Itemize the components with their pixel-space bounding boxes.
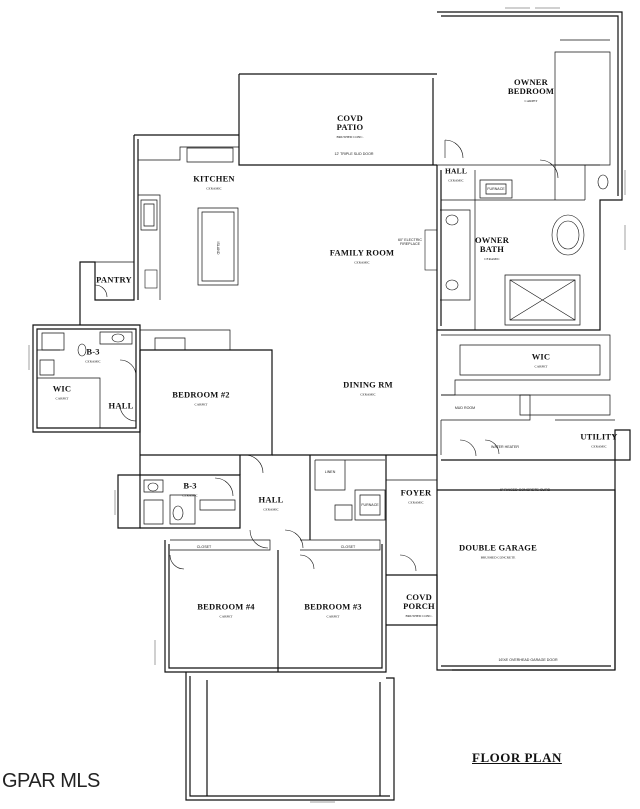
room-floor: CARPET <box>194 402 208 407</box>
room-name: DINING RM <box>343 379 393 390</box>
room-hall-owner: HALL CERAMIC <box>445 167 467 186</box>
room-name: B-3 <box>183 480 197 491</box>
room-floor: CERAMIC <box>484 257 500 261</box>
interior-walls <box>37 39 615 551</box>
note-water-heater: WATER HEATER <box>491 445 519 449</box>
room-name: COVD PATIO <box>336 113 364 132</box>
note-island: ISLAND <box>216 241 220 255</box>
note-closet-right: CLOSET <box>340 545 356 549</box>
note-furnace-top: FURNACE <box>487 187 505 191</box>
room-floor: CERAMIC <box>360 392 376 397</box>
room-name: BEDROOM #4 <box>197 601 255 612</box>
room-name: COVD PORCH <box>403 592 435 611</box>
door-swings <box>94 139 559 572</box>
room-double-garage: DOUBLE GARAGE BRUSHED CONCRETE <box>459 542 537 563</box>
room-floor: CERAMIC <box>448 178 464 183</box>
note-mud-room: MUD ROOM <box>454 406 476 410</box>
room-pantry: PANTRY <box>96 274 132 285</box>
room-floor: BRUSHED CONCRETE <box>480 555 516 560</box>
room-name: HALL <box>444 166 468 176</box>
room-family-room: FAMILY ROOM CERAMIC <box>329 247 395 268</box>
room-floor: CARPET <box>524 99 538 103</box>
room-covd-porch: COVD PORCH BRUSHED CONC. <box>403 593 435 621</box>
mls-watermark: GPAR MLS <box>2 770 100 792</box>
room-owner-bath: OWNER BATH CERAMIC <box>475 236 509 264</box>
room-bedroom-4: BEDROOM #4 CARPET <box>197 601 255 622</box>
room-floor: CERAMIC <box>354 260 370 265</box>
room-name: PANTRY <box>96 274 132 285</box>
room-name: HALL <box>258 494 284 505</box>
room-floor: CERAMIC <box>206 186 222 191</box>
room-floor: BRUSHED CONC. <box>405 614 433 618</box>
plan-title: FLOOR PLAN <box>472 750 562 765</box>
room-name: KITCHEN <box>193 173 235 184</box>
room-wic-right: WIC CARPET <box>531 351 551 372</box>
room-covd-patio: COVD PATIO BRUSHED CONC. <box>337 114 364 142</box>
room-floor: CERAMIC <box>591 444 607 449</box>
room-floor: CARPET <box>534 364 548 369</box>
room-floor: CARPET <box>55 396 69 401</box>
room-name: BEDROOM #3 <box>304 601 362 612</box>
room-floor: CERAMIC <box>85 359 101 364</box>
room-name: WIC <box>52 383 72 394</box>
room-name: OWNER BATH <box>474 235 510 254</box>
room-name: WIC <box>531 351 551 362</box>
room-floor: CARPET <box>219 614 233 619</box>
room-name: UTILITY <box>580 431 618 442</box>
room-name: B-3 <box>86 346 100 357</box>
note-garage-curb: 6" RAISED CONCRETE CURB <box>500 488 550 492</box>
room-floor: CERAMIC <box>182 493 198 498</box>
room-name: HALL <box>108 400 134 411</box>
room-floor: BRUSHED CONC. <box>336 135 364 139</box>
room-floor: CERAMIC <box>408 500 424 505</box>
note-closet-left: CLOSET <box>196 545 212 549</box>
room-name: BEDROOM #2 <box>172 389 230 400</box>
room-name: DOUBLE GARAGE <box>459 542 537 553</box>
room-floor: CARPET <box>326 614 340 619</box>
room-name: FAMILY ROOM <box>329 247 395 258</box>
room-b3-lower: B-3 CERAMIC <box>182 480 198 501</box>
note-linen: LINEN <box>324 470 336 474</box>
room-name: FOYER <box>400 487 432 498</box>
room-wic-left: WIC CARPET <box>52 383 72 404</box>
room-foyer: FOYER CERAMIC <box>400 487 432 508</box>
exterior-walls <box>32 11 631 801</box>
dimension-marks <box>28 7 631 803</box>
room-b3-upper: B-3 CERAMIC <box>85 346 101 367</box>
note-garage-door: 16'X8' OVERHEAD GARAGE DOOR <box>498 658 558 662</box>
note-furnace-mid: FURNACE <box>361 503 379 507</box>
note-fireplace: 60" ELECTRIC FIREPLACE <box>397 238 423 246</box>
room-hall-left: HALL <box>108 400 134 411</box>
room-bedroom-2: BEDROOM #2 CARPET <box>172 389 230 410</box>
fixtures <box>77 174 609 521</box>
room-floor: CERAMIC <box>263 507 279 512</box>
room-kitchen: KITCHEN CERAMIC <box>193 173 235 194</box>
note-sliding-door: 12' TRIPLE SLID DOOR <box>334 152 374 156</box>
room-name: OWNER BEDROOM <box>507 77 555 96</box>
room-hall-center: HALL CERAMIC <box>258 494 284 515</box>
room-dining-rm: DINING RM CERAMIC <box>343 379 393 400</box>
room-owner-bedroom: OWNER BEDROOM CARPET <box>508 78 554 106</box>
room-bedroom-3: BEDROOM #3 CARPET <box>304 601 362 622</box>
room-utility: UTILITY CERAMIC <box>580 431 618 452</box>
